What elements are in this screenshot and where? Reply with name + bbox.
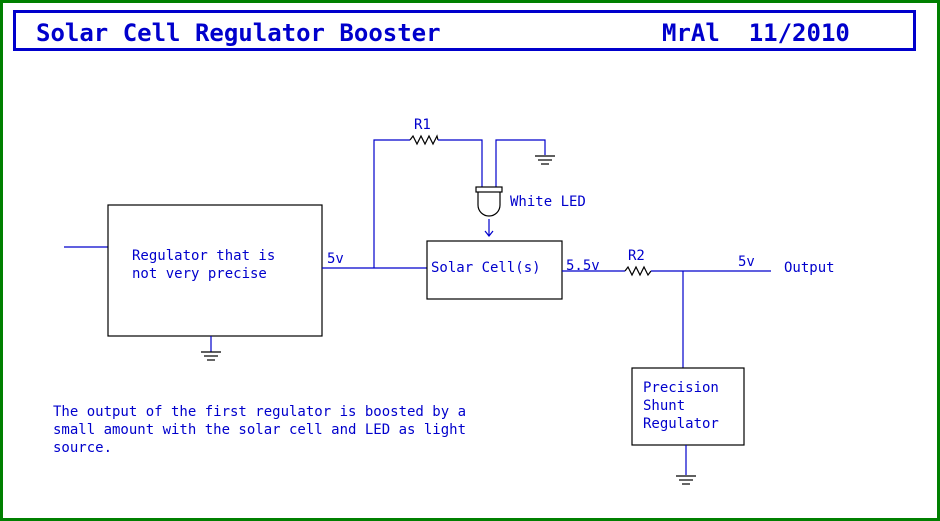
r1-label: R1: [414, 117, 431, 133]
shunt-label-line3: Regulator: [643, 416, 719, 432]
led-anode-wire: [438, 139, 483, 187]
light-arrow-icon: [484, 219, 494, 237]
output-voltage: 5v: [738, 254, 755, 270]
shunt-label-line2: Shunt: [643, 398, 685, 414]
regulator-label-line2: not very precise: [132, 266, 267, 282]
output-label: Output: [784, 260, 835, 276]
r1-feed-wire: [373, 139, 410, 268]
solar-cell-block: [426, 240, 563, 300]
solar-cell-label: Solar Cell(s): [431, 260, 541, 276]
white-led-label: White LED: [510, 194, 586, 210]
description-line2: small amount with the solar cell and LED…: [53, 422, 466, 438]
regulator-label-line1: Regulator that is: [132, 248, 275, 264]
white-led-icon: [475, 186, 503, 217]
description-line3: source.: [53, 440, 112, 456]
solar-output-voltage: 5.5v: [566, 258, 600, 274]
diagram-title: Solar Cell Regulator Booster: [36, 19, 441, 47]
regulator-output-voltage: 5v: [327, 251, 344, 267]
r2-label: R2: [628, 248, 645, 264]
author-date: MrAl 11/2010: [662, 19, 850, 47]
description-line1: The output of the first regulator is boo…: [53, 404, 466, 420]
regulator-block: [107, 204, 323, 337]
shunt-regulator-block: [631, 367, 745, 446]
led-ground-icon: [535, 155, 555, 165]
r2-resistor-icon: [624, 265, 652, 277]
title-box: Solar Cell Regulator Booster MrAl 11/201…: [13, 10, 916, 51]
regulator-ground-icon: [201, 336, 221, 361]
led-cathode-wire: [495, 139, 546, 187]
shunt-label-line1: Precision: [643, 380, 719, 396]
r1-resistor-icon: [409, 134, 439, 146]
shunt-ground-icon: [676, 445, 696, 485]
